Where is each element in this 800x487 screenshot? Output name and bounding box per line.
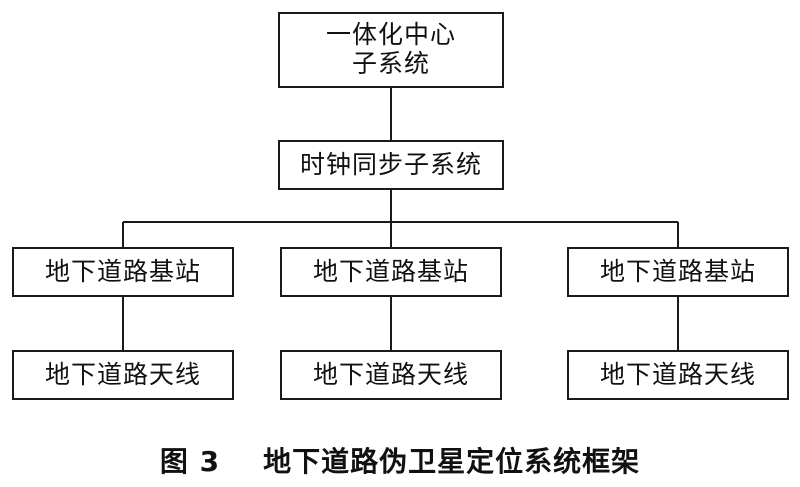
figure-caption: 图 3 地下道路伪卫星定位系统框架	[0, 440, 800, 480]
figure-number: 图 3	[159, 445, 221, 478]
clock-sync-label: 时钟同步子系统	[299, 149, 482, 179]
base-station-label: 地下道路基站	[44, 256, 201, 286]
base-station-label: 地下道路基站	[312, 256, 469, 286]
antenna-box-3: 地下道路天线	[567, 350, 789, 400]
base-station-box-1: 地下道路基站	[12, 247, 234, 297]
antenna-label: 地下道路天线	[599, 359, 756, 389]
integrated-center-label-line2: 子系统	[351, 49, 430, 78]
integrated-center-subsystem-box: 一体化中心 子系统	[278, 12, 504, 88]
base-station-label: 地下道路基站	[599, 256, 756, 286]
base-station-box-3: 地下道路基站	[567, 247, 789, 297]
antenna-box-1: 地下道路天线	[12, 350, 234, 400]
antenna-label: 地下道路天线	[44, 359, 201, 389]
integrated-center-label-line1: 一体化中心	[325, 20, 456, 50]
figure-title: 地下道路伪卫星定位系统框架	[263, 445, 641, 478]
antenna-box-2: 地下道路天线	[280, 350, 502, 400]
antenna-label: 地下道路天线	[312, 359, 469, 389]
clock-sync-subsystem-box: 时钟同步子系统	[278, 140, 504, 190]
base-station-box-2: 地下道路基站	[280, 247, 502, 297]
